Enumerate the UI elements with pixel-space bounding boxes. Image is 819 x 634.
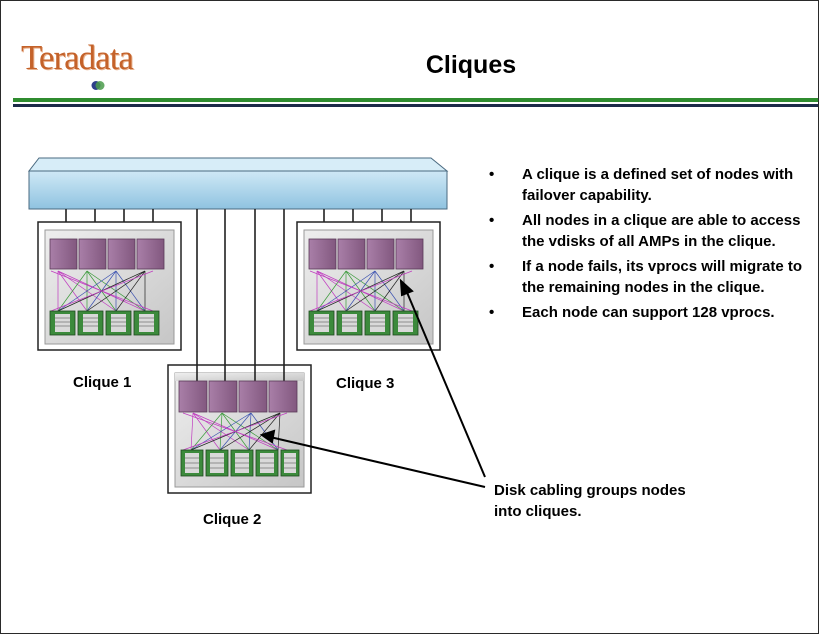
logo-emblem-icon (91, 81, 105, 90)
node (268, 380, 298, 413)
bullet-marker: • (489, 304, 495, 321)
node (107, 238, 136, 270)
header-rule-green (13, 98, 818, 102)
clique-2-links (196, 209, 285, 386)
node (395, 238, 424, 270)
clique-3-cables (309, 270, 413, 312)
logo-wordmark: Teradata (21, 38, 134, 77)
clique-2-links-inner (196, 365, 285, 383)
callout-text: Disk cabling groups nodes into cliques. (494, 482, 686, 520)
header-rule-dark (13, 104, 818, 107)
clique-2-nodes (178, 380, 298, 413)
bullet-marker: • (489, 258, 495, 275)
slide-title: Cliques (425, 51, 517, 79)
bullet-item: •All nodes in a clique are able to acces… (489, 212, 801, 250)
node (178, 380, 208, 413)
bullet-marker: • (489, 166, 495, 183)
node (366, 238, 395, 270)
node (78, 238, 107, 270)
interconnect-bar (27, 157, 449, 210)
bullet-marker: • (489, 212, 495, 229)
clique-2-cables (182, 412, 288, 451)
clique-1-disk-arrays (49, 310, 160, 336)
teradata-logo: Teradata (21, 39, 145, 95)
clique-3-nodes (308, 238, 424, 270)
clique-1-cables (50, 270, 154, 312)
node (308, 238, 337, 270)
callout-pointers (259, 278, 486, 488)
node (208, 380, 238, 413)
node (337, 238, 366, 270)
clique-1-nodes (49, 238, 165, 270)
node (136, 238, 165, 270)
clique-1-label: Clique 1 (73, 374, 132, 391)
bullet-item: •Each node can support 128 vprocs. (489, 304, 775, 321)
node (238, 380, 268, 413)
node (49, 238, 78, 270)
clique-3-disk-arrays (308, 310, 419, 336)
bullet-item: •If a node fails, its vprocs will migrat… (489, 258, 803, 296)
clique-2-disk-arrays (180, 449, 300, 477)
clique-3-label: Clique 3 (336, 375, 395, 392)
bullet-list: •A clique is a defined set of nodes with… (486, 164, 816, 327)
bullet-item: •A clique is a defined set of nodes with… (489, 166, 794, 204)
clique-2-label: Clique 2 (203, 511, 262, 528)
